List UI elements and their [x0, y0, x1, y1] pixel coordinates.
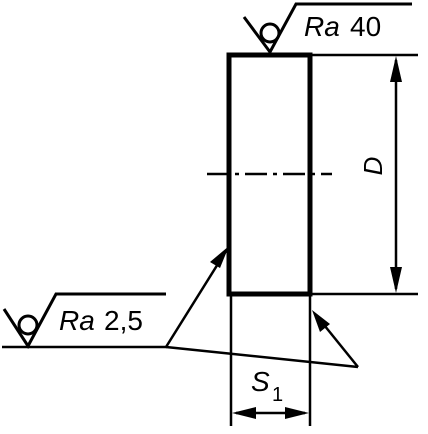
leader-arrow-left [210, 246, 229, 268]
thickness-arrow-left [232, 407, 256, 419]
finish-check-mark-side [2, 292, 166, 349]
surface-finish-symbol-top: Ra 40 [242, 2, 412, 55]
finish-circle-top [259, 22, 281, 44]
leader-arrow-right [312, 310, 330, 332]
diameter-arrow-bottom [390, 267, 402, 293]
thickness-label: S [251, 366, 270, 397]
surface-finish-symbol-side: Ra 2,5 [2, 292, 166, 349]
finish-check-mark-top [242, 2, 412, 55]
finish-ra-label-top: Ra [304, 11, 340, 42]
thickness-arrow-right [285, 407, 309, 419]
diameter-arrow-top [390, 56, 402, 82]
finish-ra-label-side: Ra [59, 305, 95, 336]
finish-ra-value-top: 40 [350, 11, 381, 42]
finish-ra-value-side: 2,5 [104, 305, 143, 336]
thickness-label-subscript: 1 [272, 384, 283, 406]
diameter-label: D [358, 157, 388, 176]
leader-line-right [165, 345, 359, 369]
finish-circle-side [17, 314, 39, 336]
